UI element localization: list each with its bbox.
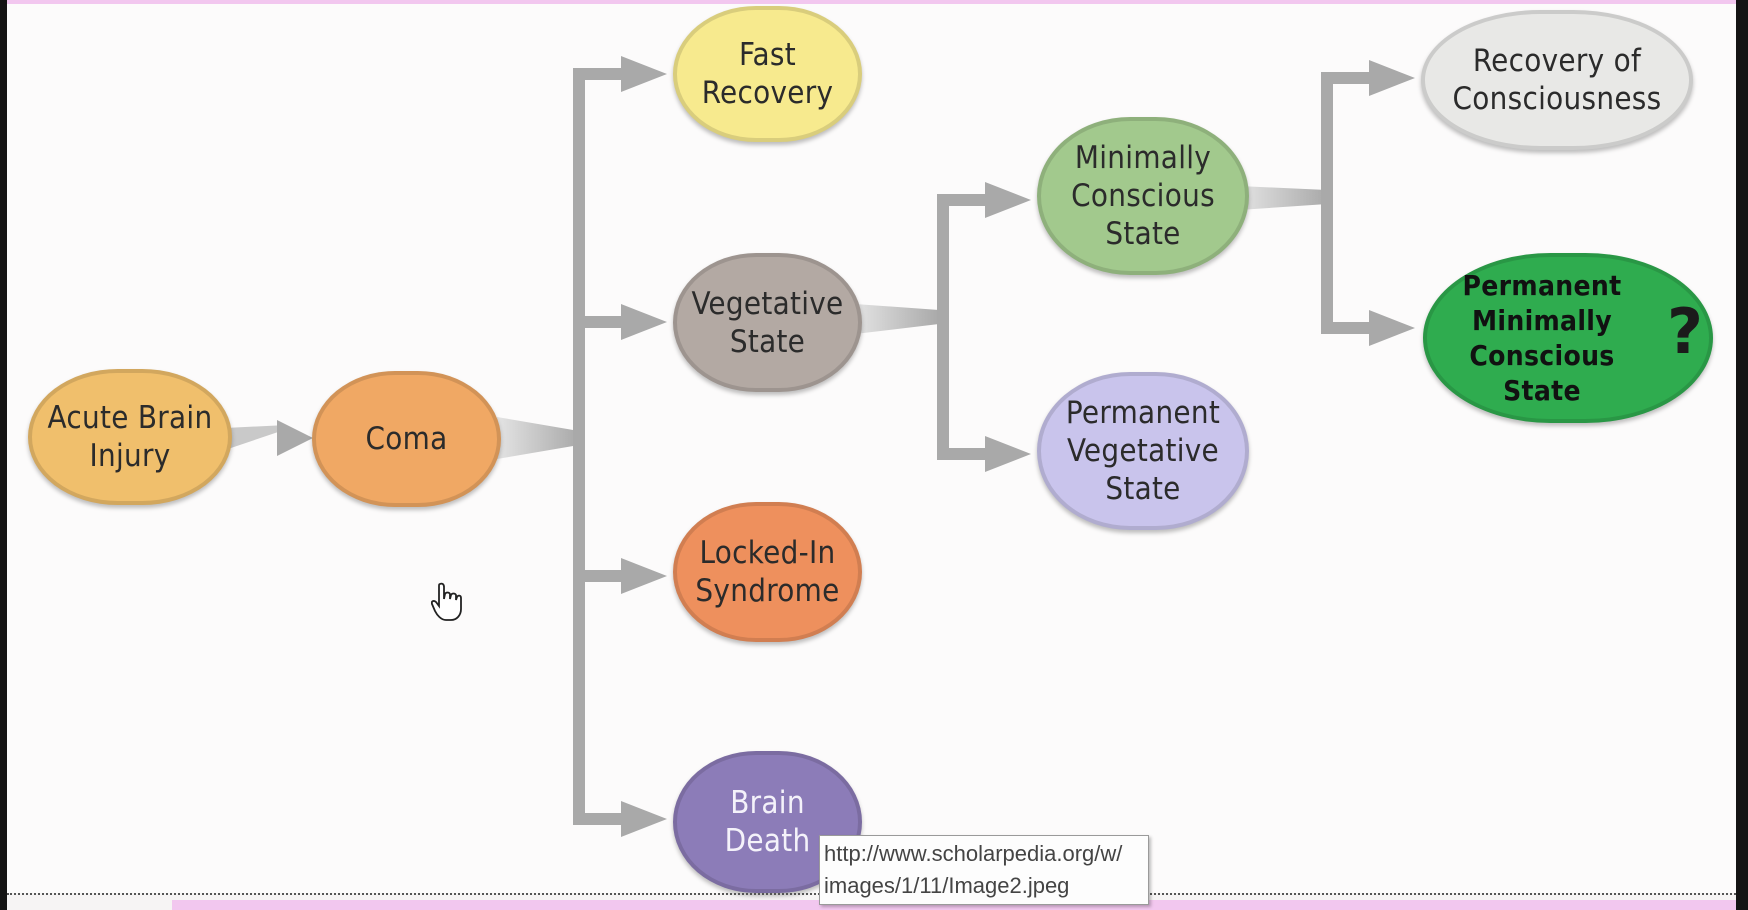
- diagram-canvas: Acute Brain Injury Coma Fast Recovery Ve…: [7, 4, 1736, 893]
- node-locked-in-syndrome: Locked-In Syndrome: [673, 502, 862, 642]
- frame-left-edge: [0, 0, 7, 910]
- node-fast-recovery: Fast Recovery: [673, 6, 862, 142]
- node-vegetative-state: Vegetative State: [673, 253, 862, 392]
- node-label: Permanent Minimally Conscious State: [1462, 269, 1622, 407]
- node-label: Minimally Conscious State: [1071, 140, 1215, 252]
- frame-top-band: [7, 0, 1736, 4]
- frame-right-edge: [1736, 0, 1748, 910]
- node-label: Brain Death: [724, 785, 811, 859]
- node-label: Vegetative State: [691, 285, 844, 360]
- fan-coma: [497, 417, 579, 459]
- arrowhead-fast-recovery: [621, 56, 667, 92]
- node-coma: Coma: [312, 371, 501, 507]
- frame-bottom-band: [172, 900, 1736, 910]
- arrowhead-coma: [277, 420, 313, 456]
- fan-minimally: [1239, 186, 1327, 210]
- arrow-injury-to-coma: [225, 425, 287, 450]
- arrowhead-brain-death: [621, 801, 667, 837]
- node-label: Coma: [365, 421, 448, 457]
- trunk-coma: [573, 68, 585, 825]
- question-mark: ?: [1667, 295, 1703, 368]
- tooltip-line-2: images/1/11/Image2.jpeg: [824, 873, 1070, 898]
- trunk-vegetative: [937, 194, 949, 460]
- node-recovery-of-consciousness: Recovery of Consciousness: [1421, 10, 1693, 150]
- node-permanent-vegetative-state: Permanent Vegetative State: [1037, 372, 1249, 530]
- trunk-minimally: [1321, 72, 1333, 334]
- node-minimally-conscious-state: Minimally Conscious State: [1037, 117, 1249, 275]
- node-label: Locked-In Syndrome: [695, 535, 840, 609]
- arrowhead-recovery: [1369, 60, 1415, 96]
- arrowhead-minimally: [985, 182, 1031, 218]
- node-label: Permanent Vegetative State: [1065, 395, 1221, 507]
- fan-vegetative: [855, 304, 939, 334]
- hand-pointer-icon: [430, 582, 465, 626]
- node-permanent-minimally-conscious-state: Permanent Minimally Conscious State: [1423, 253, 1713, 423]
- url-tooltip: http://www.scholarpedia.org/w/ images/1/…: [819, 835, 1149, 905]
- diagram-connectors: [225, 56, 1415, 837]
- node-label: Acute Brain Injury: [47, 400, 213, 474]
- node-label: Recovery of Consciousness: [1452, 43, 1662, 117]
- arrowhead-permanent-vegetative: [985, 436, 1031, 472]
- node-acute-brain-injury: Acute Brain Injury: [28, 369, 232, 505]
- arrowhead-vegetative: [621, 304, 667, 340]
- node-label: Fast Recovery: [701, 37, 834, 111]
- tooltip-line-1: http://www.scholarpedia.org/w/: [824, 841, 1123, 866]
- arrowhead-locked-in: [621, 558, 667, 594]
- arrowhead-permanent-mcs: [1369, 310, 1415, 346]
